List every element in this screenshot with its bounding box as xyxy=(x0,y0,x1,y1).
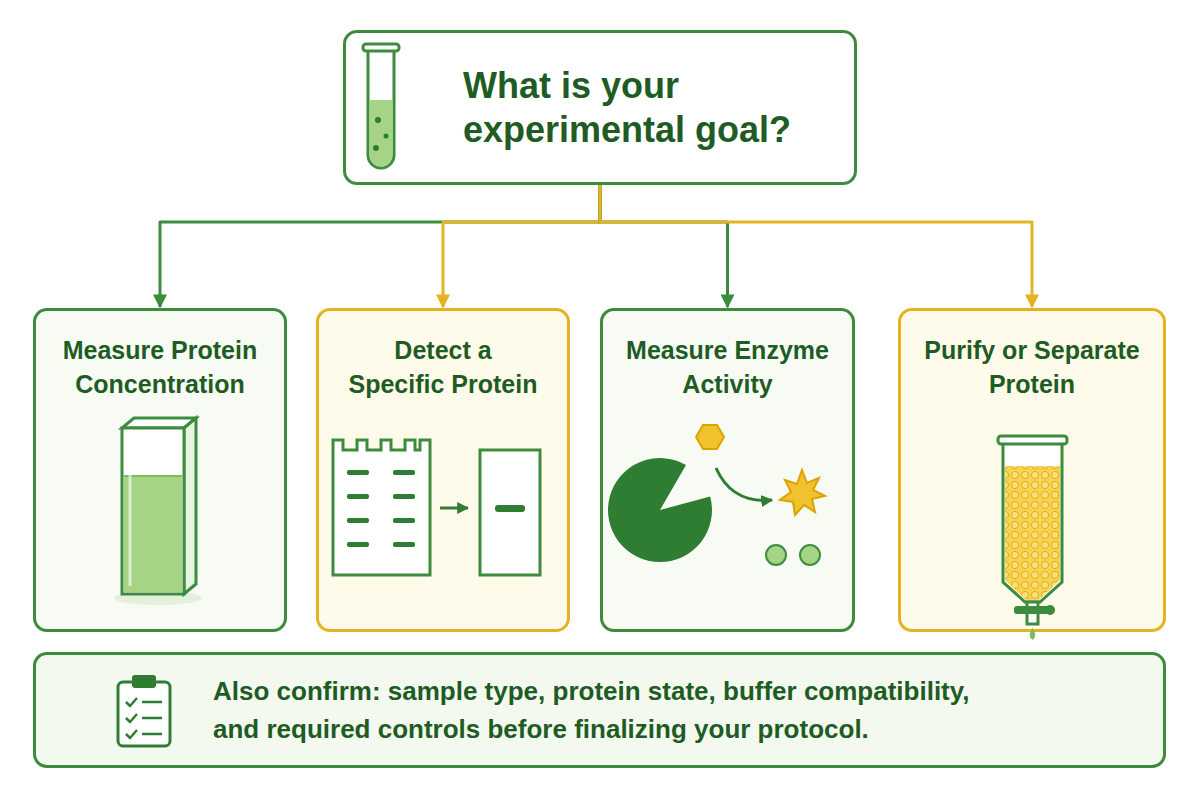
branch-arrow xyxy=(160,185,600,307)
goal-label: Detect a Specific Protein xyxy=(346,333,540,401)
question-box: What is your experimental goal? xyxy=(343,30,857,185)
goal-label: Measure Protein Concentration xyxy=(40,333,280,401)
goal-box: Measure Enzyme Activity xyxy=(600,308,855,632)
cuvette-icon xyxy=(114,418,202,605)
gel-blot-icon xyxy=(333,440,540,575)
note-text: Also confirm: sample type, protein state… xyxy=(213,672,1013,748)
clipboard-icon xyxy=(118,675,170,746)
note-box: Also confirm: sample type, protein state… xyxy=(33,652,1166,768)
enzyme-reaction-icon xyxy=(608,425,825,565)
branch-arrow xyxy=(600,185,728,307)
question-text: What is your experimental goal? xyxy=(463,64,823,152)
goal-box: Purify or Separate Protein xyxy=(898,308,1166,632)
goal-box: Measure Protein Concentration xyxy=(33,308,287,632)
branch-arrow xyxy=(443,185,600,307)
branch-arrow xyxy=(600,185,1032,307)
goal-box: Detect a Specific Protein xyxy=(316,308,570,632)
goal-label: Purify or Separate Protein xyxy=(912,333,1152,401)
chromatography-column-icon xyxy=(998,436,1067,640)
test-tube-icon xyxy=(363,44,399,168)
goal-label: Measure Enzyme Activity xyxy=(608,333,848,401)
